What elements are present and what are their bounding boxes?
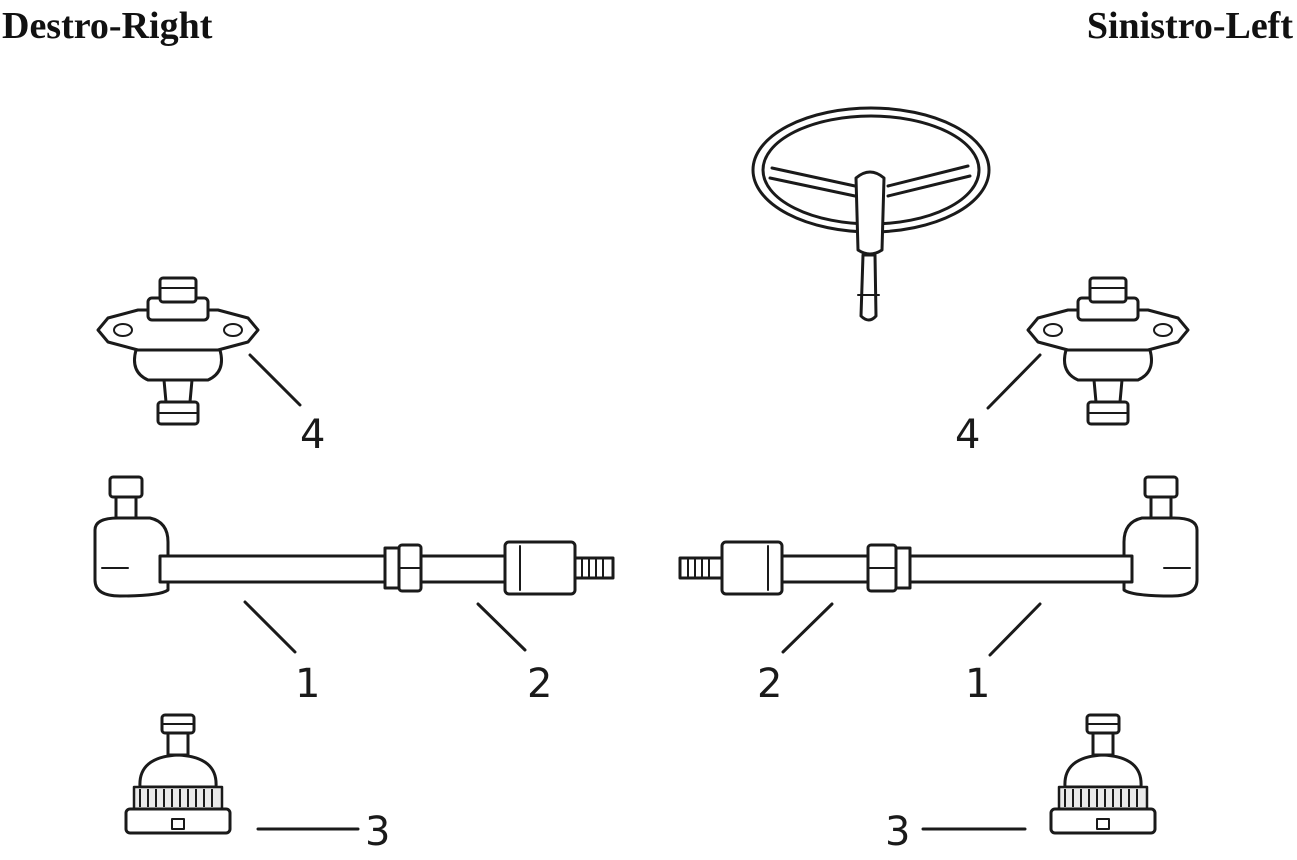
upper-ball-joint-left bbox=[1026, 276, 1190, 426]
callout-4-left: 4 bbox=[955, 412, 980, 458]
callout-4-right: 4 bbox=[300, 412, 325, 458]
steering-wheel-icon bbox=[751, 106, 991, 322]
lower-ball-joint-left bbox=[1049, 713, 1157, 835]
leader-1-right bbox=[243, 600, 297, 654]
tie-rod-left bbox=[866, 475, 1199, 598]
tie-rod-right bbox=[93, 475, 423, 598]
leader-4-left bbox=[986, 353, 1042, 410]
callout-1-left: 1 bbox=[965, 661, 990, 707]
adjuster-right bbox=[419, 540, 615, 596]
callout-1-right: 1 bbox=[295, 661, 320, 707]
leader-4-right bbox=[248, 353, 302, 407]
callout-3-left: 3 bbox=[885, 809, 910, 855]
heading-destro-right: Destro-Right bbox=[2, 5, 213, 47]
adjuster-left bbox=[678, 540, 870, 596]
callout-3-right: 3 bbox=[365, 809, 390, 855]
leader-2-right bbox=[476, 602, 527, 652]
upper-ball-joint-right bbox=[96, 276, 260, 426]
lower-ball-joint-right bbox=[124, 713, 232, 835]
callout-2-left: 2 bbox=[757, 661, 782, 707]
heading-sinistro-left: Sinistro-Left bbox=[1086, 5, 1293, 47]
leader-1-left bbox=[988, 602, 1042, 657]
leader-2-left bbox=[781, 602, 834, 654]
callout-2-right: 2 bbox=[527, 661, 552, 707]
